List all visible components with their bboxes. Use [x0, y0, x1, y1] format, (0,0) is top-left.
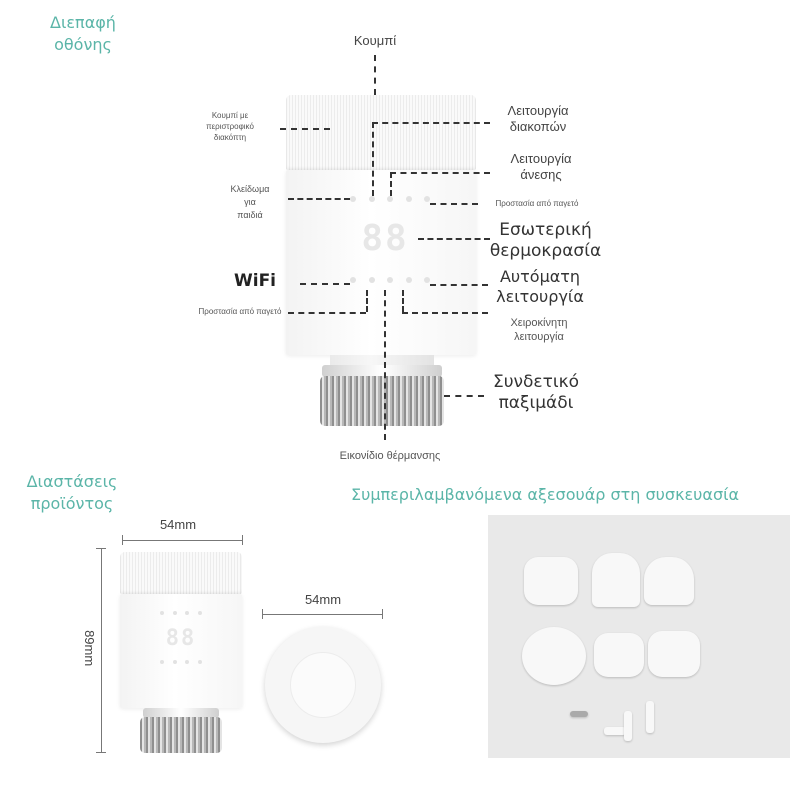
callout-line-wifi: [300, 283, 350, 285]
callout-line-frost-left-h: [288, 312, 366, 314]
device-knob-cap: [286, 95, 476, 170]
callout-line-comfort-h: [390, 172, 490, 174]
callout-line-manual-h: [402, 312, 488, 314]
label-frost-protection-left: Προστασία από παγετό: [198, 307, 282, 316]
small-display-top-icons: [160, 611, 202, 615]
thermostat-top-view-center: [290, 652, 356, 718]
callout-line-rotary: [280, 128, 330, 130]
callout-line-heating: [384, 290, 386, 440]
small-heating-icon: [185, 660, 190, 664]
label-auto-mode: Αυτόματη λειτουργία: [496, 267, 584, 306]
screw-part-3: [624, 711, 632, 741]
label-indoor-temp: Εσωτερική θερμοκρασία: [489, 220, 602, 262]
accessories-photo: [488, 515, 790, 758]
manual-icon: [405, 277, 412, 283]
dimension-width-tick-left: [122, 535, 123, 545]
section-title-dimensions: Διαστάσεις προϊόντος: [26, 472, 118, 513]
lock-icon: [368, 196, 375, 202]
callout-line-frost-left-v: [366, 290, 368, 312]
device-body: [286, 170, 476, 355]
display-top-icons: [350, 196, 430, 202]
dimension-height-line: [101, 548, 102, 752]
auto-icon: [424, 277, 430, 283]
heating-icon: [387, 277, 393, 283]
display-bottom-icons: [350, 277, 430, 283]
adapter-part-4: [522, 627, 586, 685]
small-device-body: [120, 594, 242, 708]
adapter-part-1: [524, 557, 578, 605]
small-display-bottom-icons: [160, 660, 202, 664]
wifi-icon: [350, 277, 356, 283]
comfort-icon: [405, 196, 412, 202]
temperature-display: 88: [361, 218, 409, 259]
snowflake-icon: [424, 196, 430, 202]
label-manual-mode: Χειροκίνητη λειτουργία: [510, 317, 568, 343]
callout-line-frost-right: [430, 203, 478, 205]
label-holiday-mode: Λειτουργία διακοπών: [507, 103, 569, 135]
small-device-neck: [143, 708, 219, 718]
label-comfort-mode: Λειτουργία άνεσης: [510, 151, 572, 183]
small-frost-icon: [172, 660, 177, 664]
label-rotary-knob: Κουμπί με περιστροφικό διακόπτη: [206, 111, 254, 142]
callout-line-childlock: [288, 198, 350, 200]
dimension-disc-line: [262, 614, 382, 615]
callout-line-knob: [374, 55, 376, 95]
label-connecting-nut: Συνδετικό παξιμάδι: [492, 372, 580, 414]
callout-line-indoor-temp: [418, 238, 490, 240]
holiday-icon: [387, 196, 393, 202]
label-knob: Κουμπί: [353, 33, 397, 48]
label-wifi: WiFi: [233, 271, 277, 291]
label-frost-protection-right: Προστασία από παγετό: [495, 199, 579, 208]
section-title-interface: Διεπαφή οθόνης: [50, 13, 116, 54]
callout-line-comfort-v: [390, 172, 392, 196]
adapter-part-6: [648, 631, 700, 677]
device-neck: [330, 355, 434, 367]
adapter-part-5: [594, 633, 644, 677]
adapter-part-2: [592, 553, 640, 607]
section-title-accessories: Συμπεριλαμβανόμενα αξεσουάρ στη συσκευασ…: [350, 485, 740, 504]
dimension-height-label: 89mm: [82, 630, 98, 667]
dimension-width-label: 54mm: [159, 517, 197, 532]
dimension-width-line: [122, 540, 242, 541]
small-snowflake-icon: [197, 611, 202, 615]
callout-line-holiday-v: [372, 122, 374, 196]
connecting-nut: [320, 376, 444, 426]
small-lock-icon: [160, 611, 164, 615]
label-heating-icon: Εικονίδιο θέρμανσης: [339, 450, 441, 462]
small-wifi-icon: [160, 660, 164, 664]
dimension-height-tick-top: [96, 548, 106, 549]
label-child-lock: Κλείδωμα για παιδιά: [230, 184, 270, 220]
small-comfort-icon: [185, 611, 190, 615]
dimension-disc-tick-right: [382, 609, 383, 619]
screw-part-1: [570, 711, 588, 717]
callout-line-holiday-h: [372, 122, 490, 124]
dimension-disc-label: 54mm: [304, 592, 342, 607]
small-device-nut: [140, 717, 222, 753]
callout-line-manual-v: [402, 290, 404, 312]
connecting-nut-top: [322, 365, 442, 377]
small-temperature-display: 88: [165, 626, 197, 651]
screw-part-2: [604, 727, 626, 735]
frost-icon: [368, 277, 375, 283]
adapter-part-3: [644, 557, 694, 605]
screw-part-4: [646, 701, 654, 733]
dimension-height-tick-bottom: [96, 752, 106, 753]
child-lock-icon: [350, 196, 356, 202]
callout-line-nut: [444, 395, 484, 397]
dimension-width-tick-right: [242, 535, 243, 545]
small-holiday-icon: [172, 611, 177, 615]
callout-line-auto: [430, 284, 488, 286]
small-auto-icon: [197, 660, 202, 664]
small-device-cap: [120, 552, 242, 594]
dimension-disc-tick-left: [262, 609, 263, 619]
